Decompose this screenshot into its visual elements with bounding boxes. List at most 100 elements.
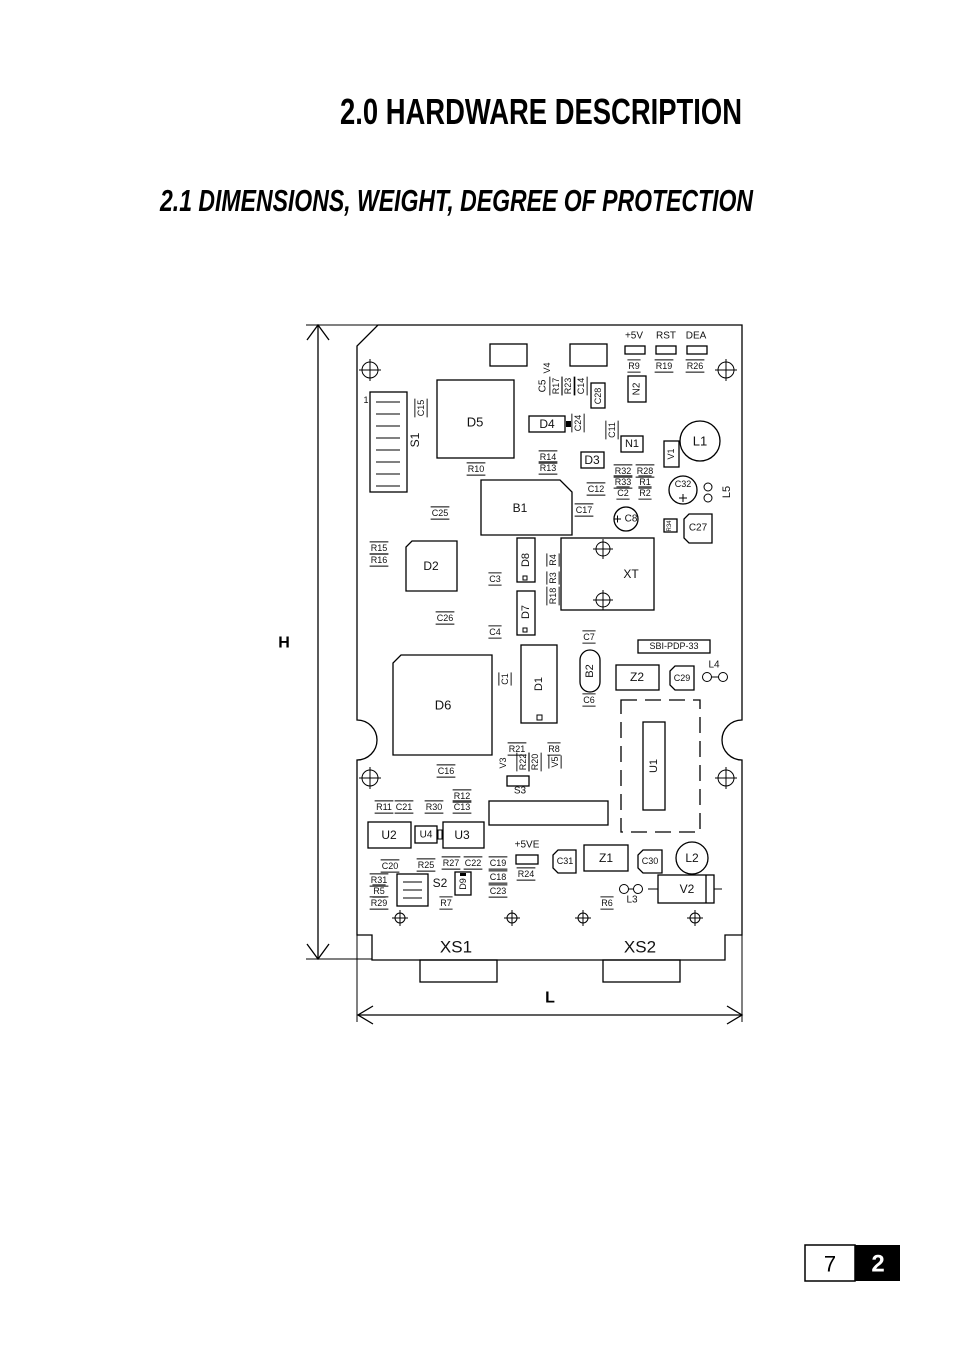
c32-capacitor [668,475,698,505]
component-label-r16: R16 [371,555,388,565]
component-label-r23: R23 [563,378,573,395]
component-label-r28: R28 [637,466,654,476]
dimension-drawing: H L [278,323,744,1025]
component-label-c3: C3 [489,574,501,584]
s1-pins [376,401,400,487]
chapter-number-box [855,1245,900,1281]
d7-pin-mark [522,627,528,633]
component-label-l2: L2 [685,851,699,865]
board-outline [356,324,743,961]
component-label-c29: C29 [674,673,691,683]
component-label-r27: R27 [443,858,460,868]
component-label-s1: S1 [408,432,422,447]
component-label-d2: D2 [423,559,439,573]
component-label-dea: DEA [686,331,707,342]
screw-hole [504,910,520,926]
subsection-title: 2.1 DIMENSIONS, WEIGHT, DEGREE OF PROTEC… [159,183,753,218]
component-label-d7: D7 [520,605,532,619]
component-label-l5: L5 [721,486,733,498]
component-label-r5: R5 [373,886,385,896]
component-label-u3: U3 [454,828,470,842]
hole-layer [359,359,737,926]
component-label-r8: R8 [548,744,560,754]
n2-chip [627,375,647,403]
component-label-r1: R1 [639,477,651,487]
l4-pad [718,672,728,682]
r34-resistor [663,518,678,533]
component-label-d6: D6 [435,698,452,713]
component-label-r32: R32 [615,466,632,476]
component-label-c18: C18 [490,872,507,882]
component-label-l1: L1 [693,434,707,449]
component-label-r12: R12 [454,791,471,801]
component-label-r7: R7 [440,898,452,908]
component-label-rst: RST [656,331,676,342]
mounting-hole [593,590,613,610]
component-label-r14: R14 [540,452,557,462]
page-number-tab: 7 2 [804,1244,900,1282]
u4-chip [414,825,438,844]
component-label-v4: V4 [542,362,552,373]
screw-hole [392,910,408,926]
component-label-c26: C26 [437,613,454,623]
component-label-r21: R21 [509,744,526,754]
component-label-l3: L3 [626,895,638,906]
z1-component [583,844,629,872]
component-label-v3: V3 [498,757,508,768]
component-label-r24: R24 [518,869,535,879]
component-label-c32: C32 [675,479,692,489]
component-label-xt: XT [623,567,639,581]
length-arrow-right [726,1005,744,1025]
component-label-c30: C30 [642,856,659,866]
component-label-r4: R4 [548,554,558,566]
component-label-r13: R13 [540,463,557,473]
d4-pin-mark [566,421,571,427]
component-label-s2: S2 [433,876,448,890]
component-label-b1: B1 [513,501,528,515]
b1-module [480,479,573,536]
component-label-c13: C13 [454,802,471,812]
s3-switch [506,775,530,787]
u2-chip [367,821,412,849]
component-label-v5: V5 [550,756,560,767]
component-label-d1: D1 [533,677,545,691]
component-label-c25: C25 [432,508,449,518]
board-id-box [637,639,711,654]
component-label-r25: R25 [418,860,435,870]
component-label-c1: C1 [500,673,510,685]
component-label-c23: C23 [490,886,507,896]
d4-chip [528,415,566,433]
component-label-plus5ve: +5VE [515,840,540,851]
chapter-number: 2 [871,1251,884,1278]
component-label-c17: C17 [576,505,593,515]
z2-component [615,664,660,691]
screw-hole [687,910,703,926]
c28-capacitor [590,382,606,409]
component-label-n2: N2 [632,382,643,395]
component-label-u2: U2 [381,828,397,842]
component-label-c21: C21 [396,802,413,812]
component-label-c31: C31 [557,856,574,866]
component-label-r19: R19 [656,361,673,371]
component-label-r34: R34 [667,520,673,532]
component-label-b2: B2 [584,664,596,677]
component-label-c7: C7 [583,632,595,642]
component-label-c15: C15 [416,400,426,417]
led-5ve [515,854,539,865]
page-number: 7 [824,1252,836,1277]
component-label-n1: N1 [625,438,639,450]
d8-diode [516,537,536,583]
component-label-r18: R18 [548,588,558,605]
d5-chip [436,379,515,459]
component-label-r9: R9 [628,361,640,371]
component-label-r10: R10 [468,464,485,474]
component-label-u4: U4 [420,830,433,841]
d7-diode [516,590,536,636]
component-label-l4: L4 [708,660,720,671]
length-label: L [545,990,555,1007]
l5-pad [703,482,713,492]
component-label-r30: R30 [426,802,443,812]
component-label-xs2: XS2 [624,938,656,957]
